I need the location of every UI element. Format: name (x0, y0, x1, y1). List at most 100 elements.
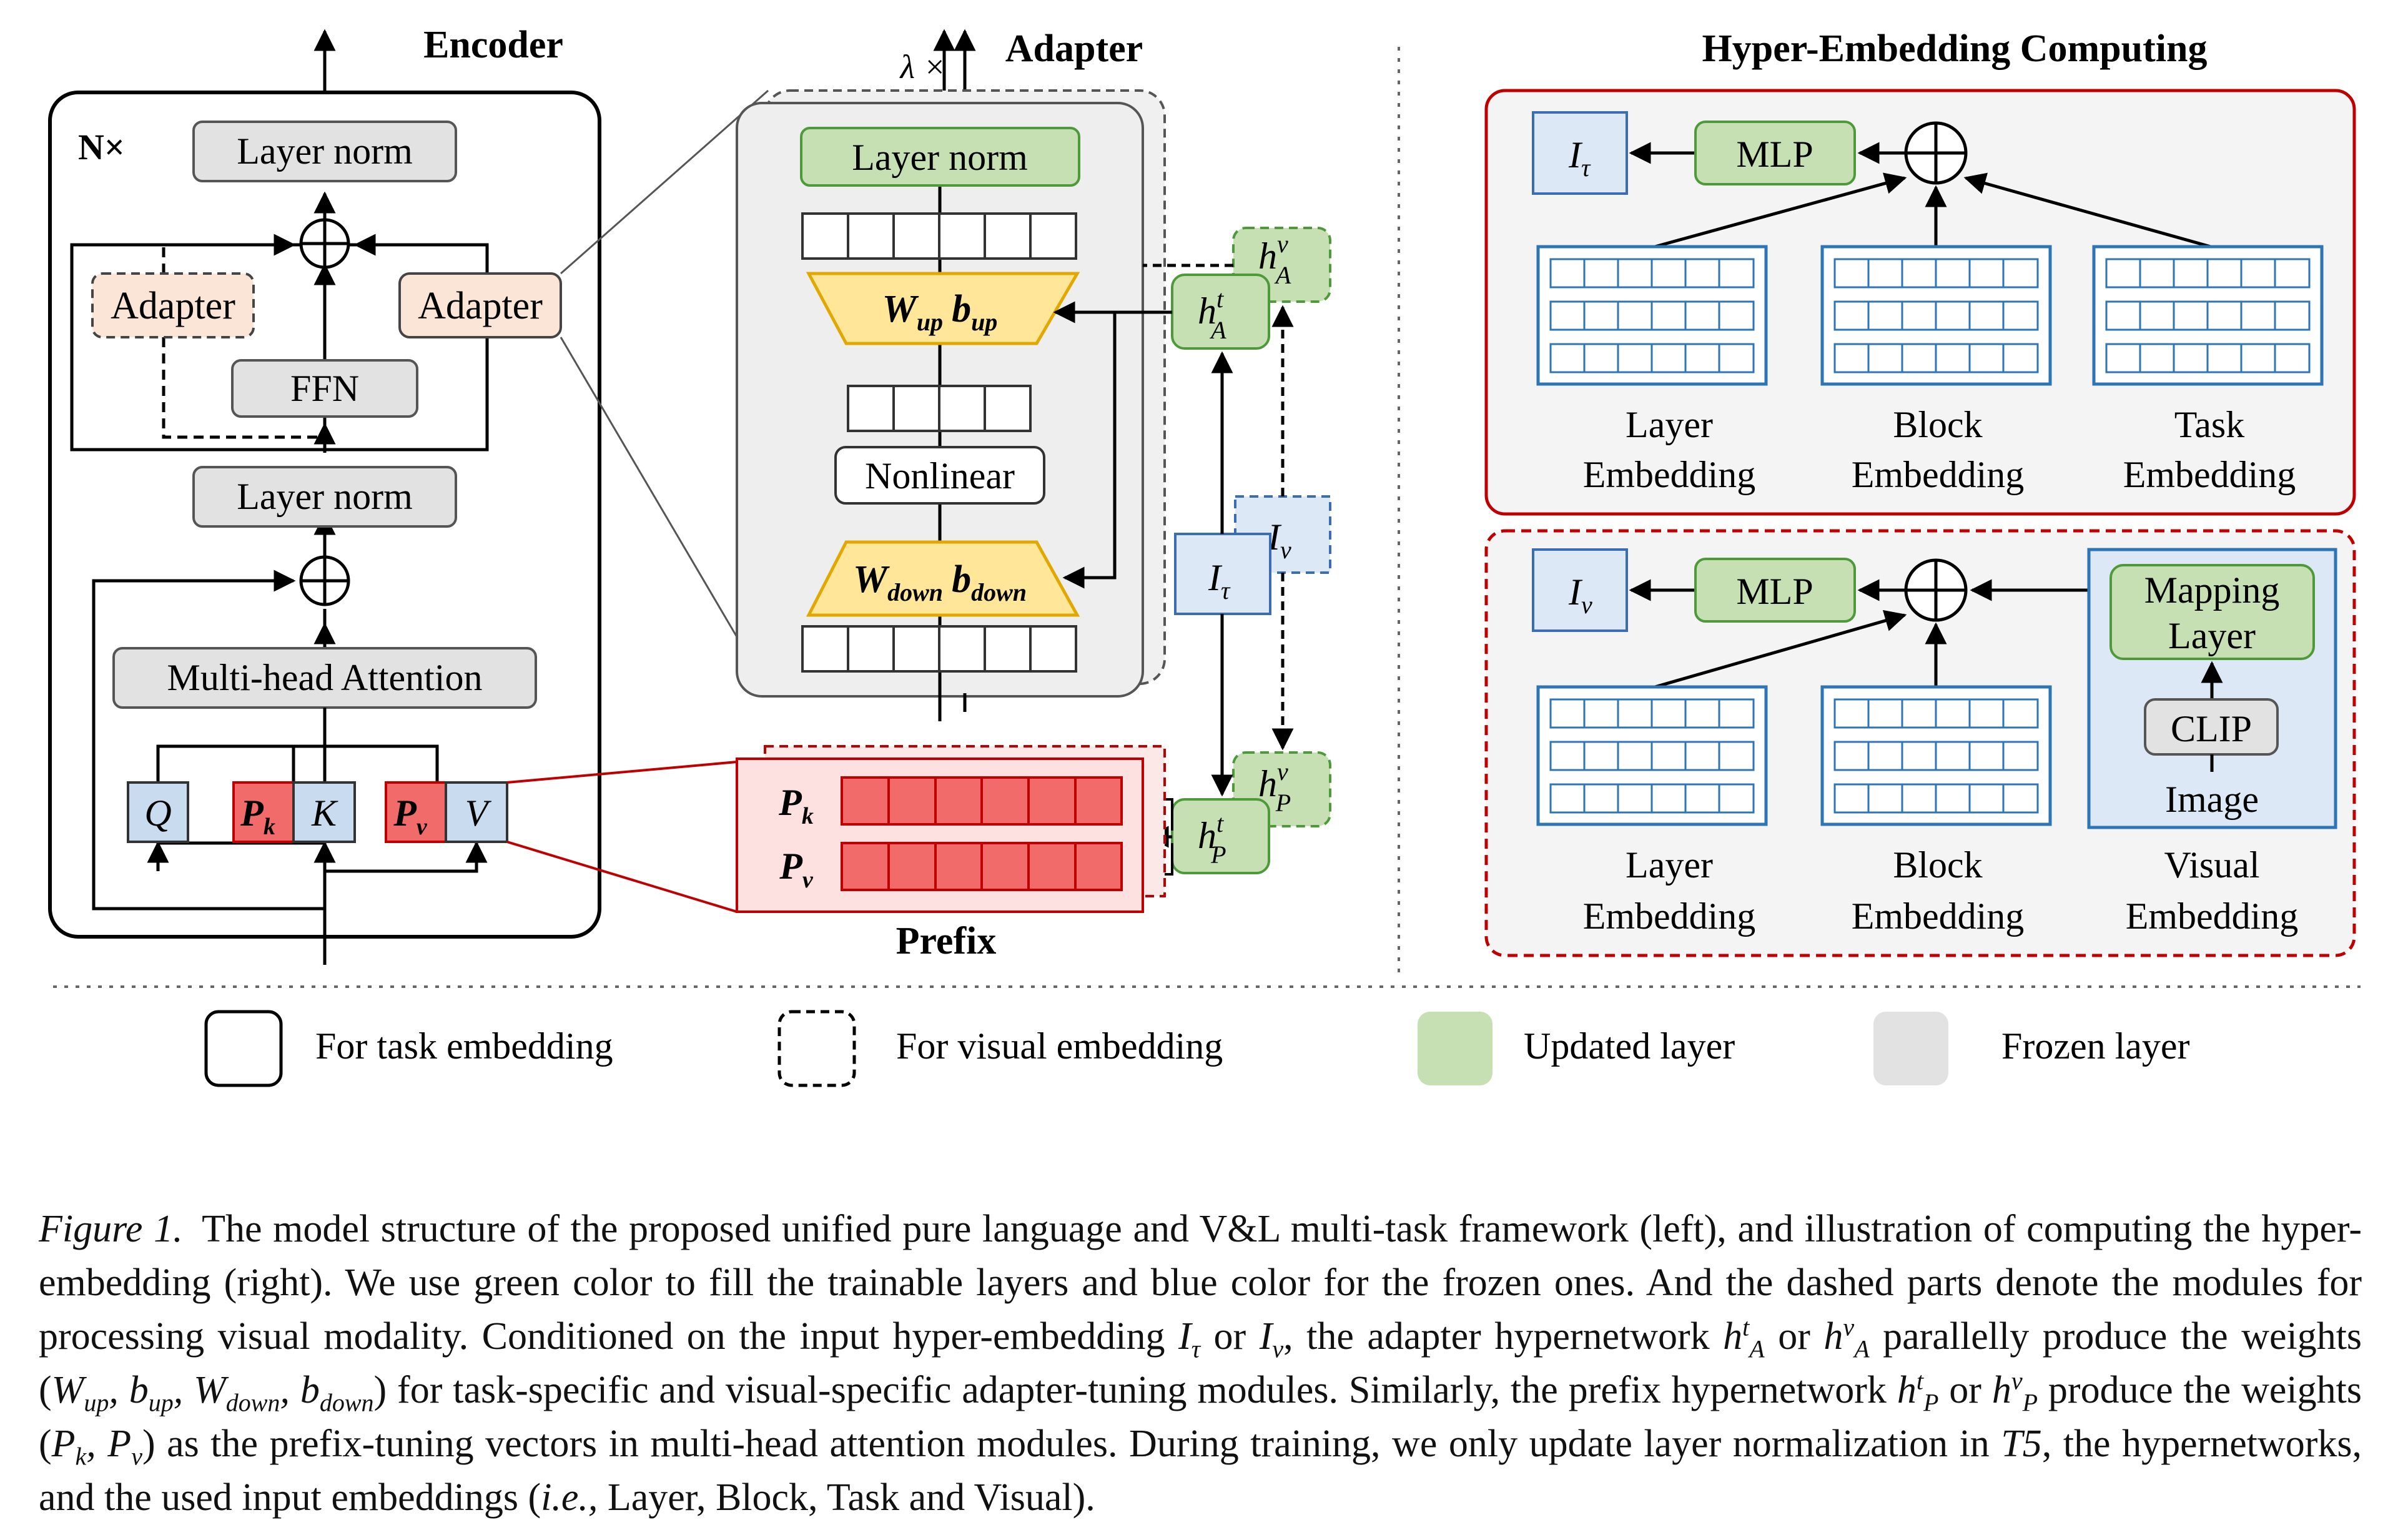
hidden-vector-up (801, 212, 1077, 260)
hyper-embedding-section: Hyper-Embedding Computing Iτ MLP (1484, 27, 2356, 957)
image-label: Image (2165, 779, 2259, 820)
adapter-repeat-label: λ × (899, 48, 946, 86)
caption-text: , the hypernetworks, and the used input … (39, 1423, 2362, 1519)
adapter-task-label: Adapter (418, 285, 543, 327)
visual-block-embedding-grid (1820, 685, 2052, 826)
adapter-layer-norm (800, 127, 1080, 187)
legend-frozen-swatch (1873, 1012, 1948, 1085)
task-hyper-embedding-output-label: Iτ (1568, 134, 1591, 182)
task-task-embedding-label: Embedding (2123, 454, 2296, 495)
task-block-embedding-label: Embedding (1852, 454, 2025, 495)
mapping-layer-label: Mapping (2144, 570, 2280, 611)
caption-text: ) as the prefix-tuning vectors in multi-… (142, 1423, 1990, 1465)
key-box (292, 781, 356, 843)
layer-norm-mid-label: Layer norm (237, 476, 413, 517)
layer-norm-top (192, 121, 457, 182)
visual-layer-embedding-label: Embedding (1583, 896, 1756, 937)
caption-text: produce the weights ( (39, 1369, 2362, 1465)
prefix-key-label: Pk (240, 792, 275, 840)
prefix-key-label: Pk (778, 782, 814, 829)
legend-updated-label: Updated layer (1524, 1025, 1735, 1067)
prefix-key-vector (841, 776, 1123, 826)
visual-mlp-label: MLP (1736, 571, 1813, 612)
prefix-value-label: Pv (393, 792, 428, 840)
hidden-vector-mid (847, 385, 1032, 432)
encoder-block: Encoder N× Layer norm Adapter Adapter (48, 24, 601, 965)
caption-text: The model structure of the proposed unif… (39, 1208, 2362, 1358)
adapter-layer-norm-label: Layer norm (852, 137, 1028, 178)
figure-caption: Figure 1. The model structure of the pro… (39, 1208, 2362, 1519)
encoder-repeat-label: N× (78, 127, 125, 167)
adapter-task (398, 272, 562, 338)
zoom-line-prefix (506, 761, 738, 784)
zoom-line-prefix (506, 841, 738, 913)
mha-label: Multi-head Attention (167, 657, 483, 698)
visual-layer-embedding-grid (1536, 685, 1768, 826)
caption-text: parallelly produce the weights ( (39, 1315, 2362, 1411)
legend-updated-swatch (1418, 1012, 1493, 1085)
zoom-line (560, 337, 769, 691)
legend-task-label: For task embedding (315, 1025, 613, 1067)
task-hyper-embedding-output (1532, 111, 1628, 195)
nonlinear-box (834, 446, 1045, 505)
legend-frozen-label: Frozen layer (2001, 1025, 2190, 1067)
prefix-value-vector (841, 842, 1123, 891)
visual-visual-embedding-label: Embedding (2126, 896, 2299, 937)
visual-hyper-embedding-output (1532, 548, 1628, 632)
visual-block-embedding-label: Block (1893, 844, 1982, 886)
model-diagram: Encoder N× Layer norm Adapter Adapter (48, 24, 2361, 1087)
caption-text: ) for task-specific and visual-specific … (373, 1369, 1887, 1411)
mapping-layer-label: Layer (2168, 615, 2256, 656)
visual-layer-embedding-label: Layer (1626, 844, 1713, 886)
task-mlp (1694, 121, 1856, 185)
task-layer-embedding-label: Layer (1626, 404, 1713, 445)
key-label: K (311, 792, 338, 834)
layer-norm-top-label: Layer norm (237, 131, 413, 172)
task-task-embedding-grid (2092, 245, 2324, 386)
input-task-embedding-label: Iτ (1208, 557, 1231, 605)
prefix-value-label: Pv (779, 846, 814, 893)
caption-text: or (1949, 1369, 1981, 1411)
query-label: Q (144, 792, 171, 834)
ffn-box (231, 359, 418, 418)
task-mlp-label: MLP (1736, 134, 1813, 175)
legend-task-swatch (204, 1010, 283, 1087)
adapter-visual-label: Adapter (111, 285, 235, 327)
prefix-title: Prefix (896, 920, 997, 962)
value-box (445, 781, 508, 843)
caption-text: i.e., (541, 1476, 598, 1519)
caption-text: or (1778, 1315, 1810, 1358)
adapter-title: Adapter (1005, 27, 1143, 70)
hyper-embedding-title: Hyper-Embedding Computing (1702, 27, 2208, 70)
caption-text: T5 (2001, 1423, 2042, 1465)
legend: For task embedding For visual embedding … (204, 1010, 2190, 1087)
query-box (127, 781, 189, 843)
zoom-line (560, 89, 769, 275)
visual-hyper-embedding-output-label: Iv (1568, 571, 1592, 619)
task-block-embedding-label: Block (1893, 404, 1982, 445)
nonlinear-label: Nonlinear (865, 455, 1015, 496)
hidden-vector-input (801, 625, 1077, 673)
encoder-title: Encoder (423, 24, 563, 66)
value-label: V (465, 792, 492, 834)
legend-visual-label: For visual embedding (896, 1025, 1223, 1067)
up-projection (806, 272, 1080, 345)
task-layer-embedding-label: Embedding (1583, 454, 1756, 495)
caption-label: Figure 1. (39, 1208, 183, 1250)
caption-text: , the adapter hypernetwork (1283, 1315, 1710, 1358)
task-task-embedding-label: Task (2174, 404, 2244, 445)
caption-text: Layer, Block, Task and Visual). (607, 1476, 1095, 1519)
caption-text: or (1213, 1315, 1246, 1358)
task-block-embedding-grid (1820, 245, 2052, 386)
mapping-layer (2109, 564, 2315, 660)
adapter-visual-dashed (91, 272, 255, 338)
prefix-block: Pk Pv Prefix (736, 745, 1166, 962)
